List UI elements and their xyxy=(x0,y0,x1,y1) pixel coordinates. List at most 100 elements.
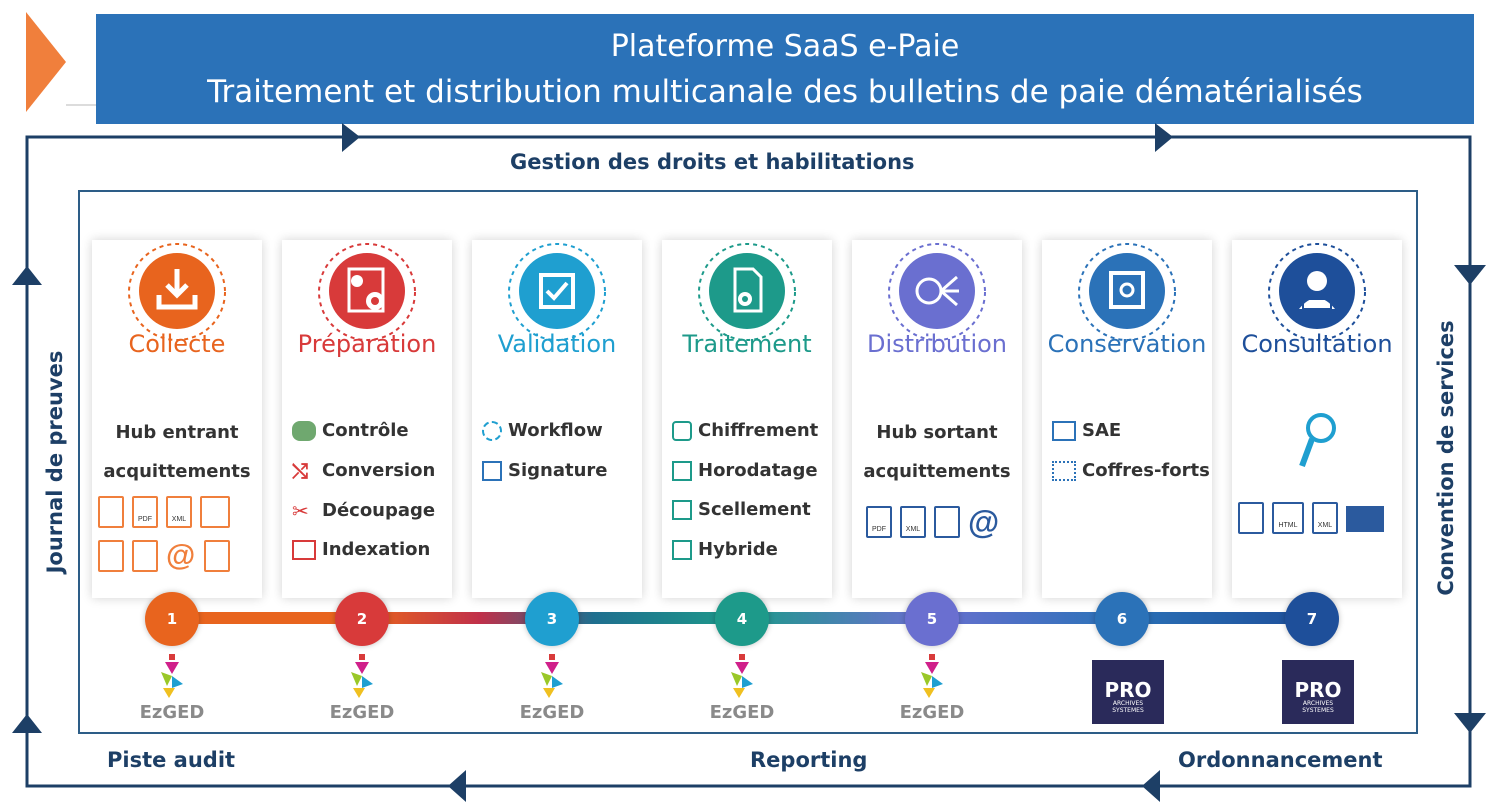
download-tray-icon xyxy=(139,253,215,329)
list-item: ✂Découpage xyxy=(292,499,436,523)
channel-icons: @ xyxy=(98,540,230,572)
step-card-preparation: Préparation Contrôle ⤭Conversion ✂Découp… xyxy=(282,240,452,598)
signature-icon xyxy=(482,461,502,481)
step-number-badge: 6 xyxy=(1095,592,1149,646)
step-title: Préparation xyxy=(297,330,437,358)
rays-decoration xyxy=(698,243,796,341)
folder-icon xyxy=(200,496,230,528)
step-card-collecte: Collecte Hub entrant acquittements PDF X… xyxy=(92,240,262,598)
step-title: Collecte xyxy=(128,330,226,358)
step-number-badge: 4 xyxy=(715,592,769,646)
arrow-left-icon xyxy=(1142,770,1160,802)
archive-server-icon xyxy=(1052,421,1076,441)
lock-icon xyxy=(672,421,692,441)
step-number-badge: 2 xyxy=(335,592,389,646)
safe-icon xyxy=(1089,253,1165,329)
check-list-icon xyxy=(292,421,316,441)
list-item: Workflow xyxy=(482,420,603,441)
user-screen-icon xyxy=(1279,253,1355,329)
scissors-icon: ✂ xyxy=(292,499,309,523)
tangram-figure-icon xyxy=(731,654,753,698)
ezged-logo: EzGED xyxy=(697,654,787,723)
broadcast-icon xyxy=(899,253,975,329)
pro-archives-logo: PRO ARCHIVES SYSTEMES xyxy=(1092,660,1164,724)
step-title: Validation xyxy=(497,330,617,358)
workflow-icon xyxy=(482,421,502,441)
tangram-figure-icon xyxy=(351,654,373,698)
channel-icons: PDF XML xyxy=(98,496,230,528)
arrow-up-icon xyxy=(12,266,42,285)
ezged-logo: EzGED xyxy=(127,654,217,723)
step-text: acquittements xyxy=(863,461,1011,482)
channel-icons: PDF XML @ xyxy=(866,506,1000,538)
rail-label-top: Gestion des droits et habilitations xyxy=(510,150,915,174)
step-number-badge: 1 xyxy=(145,592,199,646)
step-number-badge: 5 xyxy=(905,592,959,646)
list-item: Coffres-forts xyxy=(1052,460,1210,481)
rail-label-bottom-right: Ordonnancement xyxy=(1178,748,1383,772)
email-at-icon: @ xyxy=(968,504,1000,540)
step-text: Hub sortant xyxy=(876,422,998,443)
vault-grid-icon xyxy=(1052,461,1076,481)
arrow-right-icon xyxy=(1155,123,1173,152)
seal-certificate-icon xyxy=(672,500,692,520)
arrow-up-icon xyxy=(12,714,42,733)
header-divider xyxy=(66,104,96,106)
rays-decoration xyxy=(508,243,606,341)
list-item: Indexation xyxy=(292,539,430,560)
list-item: SAE xyxy=(1052,420,1121,441)
arrow-left-icon xyxy=(448,770,466,802)
shuffle-icon: ⤭ xyxy=(292,459,308,483)
pro-archives-logo: PRO ARCHIVES SYSTEMES xyxy=(1282,660,1354,724)
list-item: Signature xyxy=(482,460,607,481)
tangram-figure-icon xyxy=(541,654,563,698)
list-item: Hybride xyxy=(672,539,778,560)
pdf-file-icon: PDF xyxy=(132,496,158,528)
xml-file-icon: XML xyxy=(166,496,192,528)
rays-decoration xyxy=(318,243,416,341)
printer-icon xyxy=(98,540,124,572)
arrow-down-icon xyxy=(1454,265,1486,285)
envelope-icon xyxy=(1346,506,1384,532)
step-number-badge: 7 xyxy=(1285,592,1339,646)
rays-decoration xyxy=(1078,243,1176,341)
list-item: Scellement xyxy=(672,499,811,520)
ezged-logo: EzGED xyxy=(507,654,597,723)
data-gears-icon xyxy=(329,253,405,329)
step-card-validation: Validation Workflow Signature xyxy=(472,240,642,598)
email-at-icon: @ xyxy=(166,539,196,572)
title-line-1: Plateforme SaaS e-Paie xyxy=(610,29,960,64)
arrow-down-icon xyxy=(1454,713,1486,733)
step-card-distribution: Distribution Hub sortant acquittements P… xyxy=(852,240,1022,598)
list-item: Horodatage xyxy=(672,460,818,481)
step-title: Distribution xyxy=(866,330,1007,358)
rail-label-bottom-center: Reporting xyxy=(750,748,868,772)
web-file-icon xyxy=(98,496,124,528)
document-icon xyxy=(132,540,158,572)
document-icon xyxy=(934,506,960,538)
step-number-badge: 3 xyxy=(525,592,579,646)
arrow-right-icon xyxy=(342,123,360,152)
step-title: Traitement xyxy=(682,330,812,358)
title-banner: Plateforme SaaS e-Paie Traitement et dis… xyxy=(96,14,1474,124)
tangram-figure-icon xyxy=(161,654,183,698)
xml-file-icon: XML xyxy=(900,506,926,538)
rays-decoration xyxy=(128,243,226,341)
scanner-icon xyxy=(204,540,230,572)
tangram-figure-icon xyxy=(921,654,943,698)
step-card-traitement: Traitement Chiffrement Horodatage Scelle… xyxy=(662,240,832,598)
web-file-icon xyxy=(1238,502,1264,534)
step-card-conservation: Conservation SAE Coffres-forts xyxy=(1042,240,1212,598)
rail-label-bottom-left: Piste audit xyxy=(107,748,236,772)
channel-icons: HTML XML xyxy=(1238,502,1384,534)
checkbox-icon xyxy=(519,253,595,329)
list-item: Contrôle xyxy=(292,420,409,441)
step-text: acquittements xyxy=(103,461,251,482)
xml-file-icon: XML xyxy=(1312,502,1338,534)
ezged-logo: EzGED xyxy=(317,654,407,723)
step-text: Hub entrant xyxy=(115,422,239,443)
step-card-consultation: Consultation HTML XML xyxy=(1232,240,1402,598)
hybrid-document-icon xyxy=(672,540,692,560)
list-item: ⤭Conversion xyxy=(292,459,436,483)
